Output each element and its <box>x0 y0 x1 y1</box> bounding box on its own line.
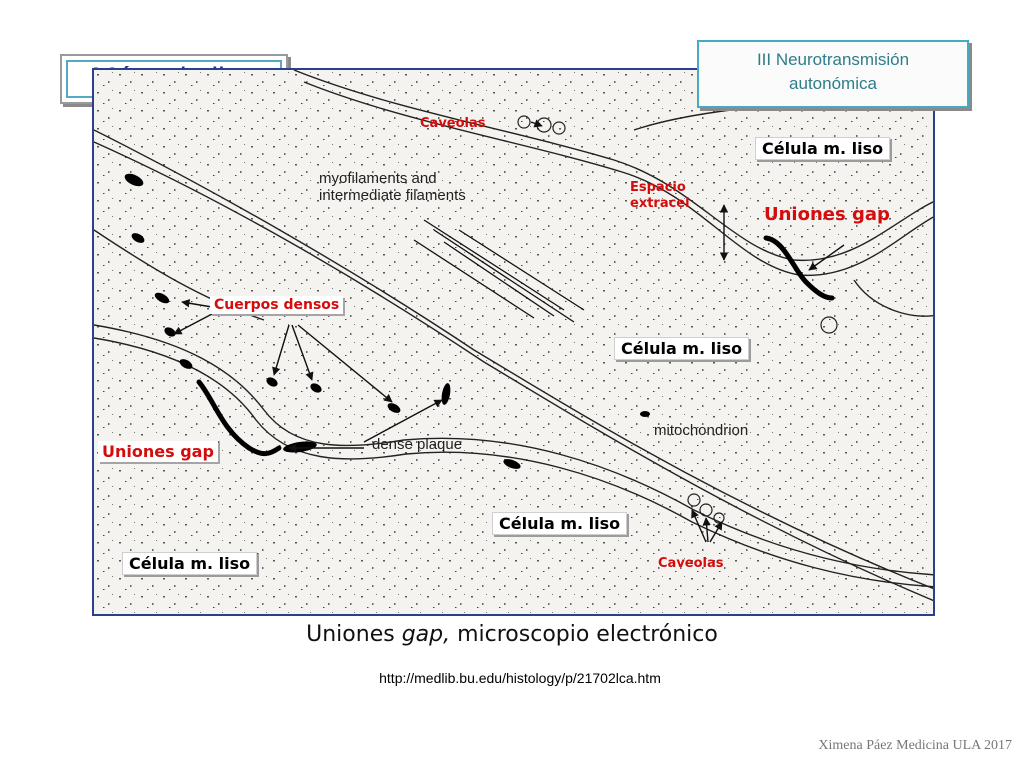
mitochondrion-label: mitochondrion <box>654 422 749 439</box>
celula-label-3: Célula m. liso <box>492 512 628 535</box>
cuerpos-densos-label: Cuerpos densos <box>210 296 344 314</box>
espacio-line2: extracel <box>630 196 690 211</box>
celula-label-1: Célula m. liso <box>755 137 891 160</box>
myofilaments-label: myofilaments and intermediate filaments <box>319 170 466 204</box>
caption-part3: microscopio electrónico <box>450 622 718 647</box>
filament-lines <box>413 219 585 323</box>
source-url[interactable]: http://medlib.bu.edu/histology/p/21702lc… <box>379 670 661 686</box>
dense-plaque-label: dense plaque <box>372 436 463 453</box>
caveolas-bottom-label: Caveolas <box>658 556 724 571</box>
uniones-gap-right-label: Uniones gap <box>764 204 890 225</box>
topic-line1: III Neurotransmisión <box>756 50 910 69</box>
caption-part2: gap, <box>401 622 451 647</box>
topic-box: III Neurotransmisión autonómica <box>697 40 969 108</box>
myofilaments-line1: myofilaments and <box>319 170 437 187</box>
figure-caption: Uniones gap, microscopio electrónico <box>180 622 844 647</box>
caption-part1: Uniones <box>306 622 402 647</box>
myofilaments-line2: intermediate filaments <box>319 187 466 204</box>
celula-label-2: Célula m. liso <box>614 337 750 360</box>
espacio-line1: Espacio <box>630 180 686 195</box>
caveolas-top-label: Caveolas <box>420 116 486 131</box>
espacio-extracel-label: Espacio extracel <box>630 180 690 212</box>
gap-junction-lines <box>196 235 835 457</box>
celula-label-4: Célula m. liso <box>122 552 258 575</box>
dense-bodies <box>124 173 650 469</box>
label-arrows <box>173 119 845 543</box>
topic-line2: autonómica <box>789 74 877 93</box>
uniones-gap-left-label: Uniones gap <box>98 441 218 462</box>
author-credit: Ximena Páez Medicina ULA 2017 <box>818 738 1012 753</box>
